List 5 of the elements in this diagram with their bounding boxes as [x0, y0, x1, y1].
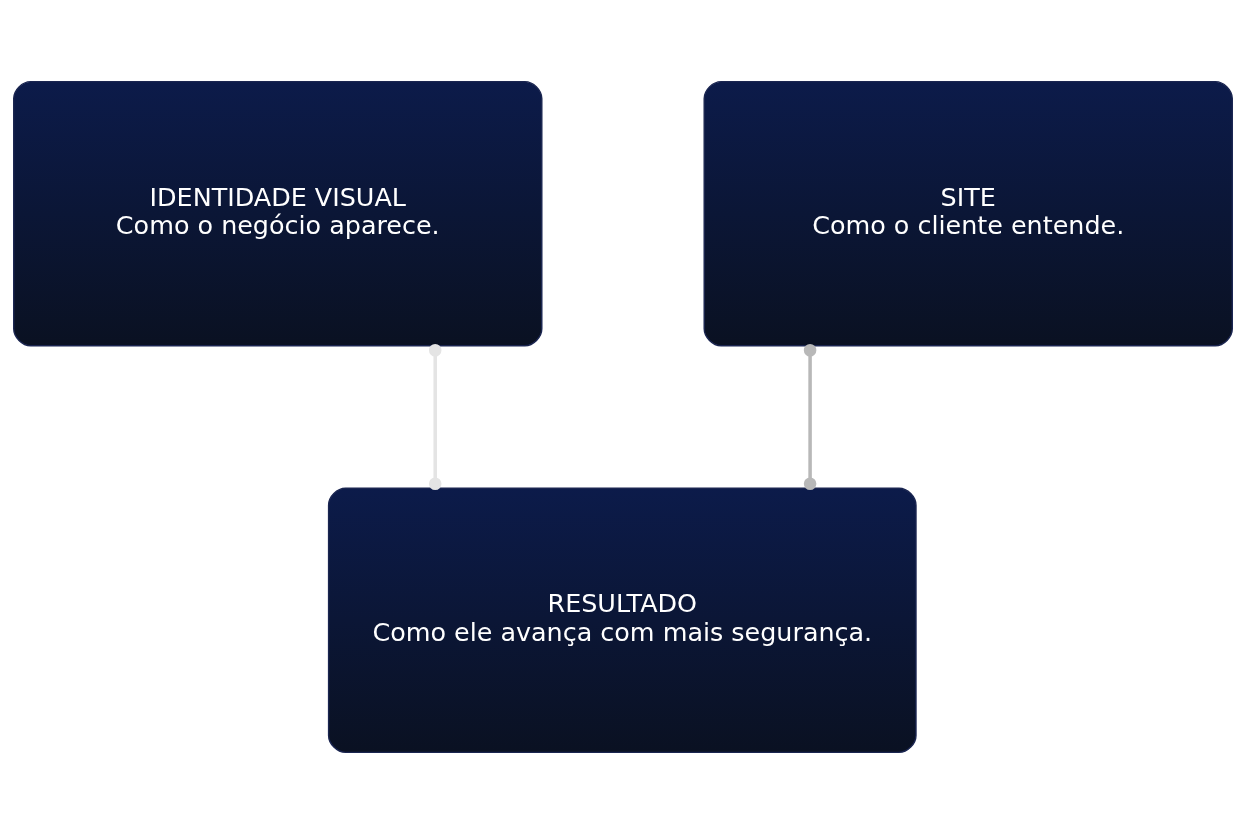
connector — [803, 343, 817, 491]
node-box: IDENTIDADE VISUAL Como o negócio aparece. — [13, 80, 543, 347]
connector — [428, 343, 442, 491]
node-box: RESULTADO Como ele avança com mais segurança. — [327, 487, 917, 754]
node-box: SITE Como o cliente entende. — [703, 80, 1233, 347]
